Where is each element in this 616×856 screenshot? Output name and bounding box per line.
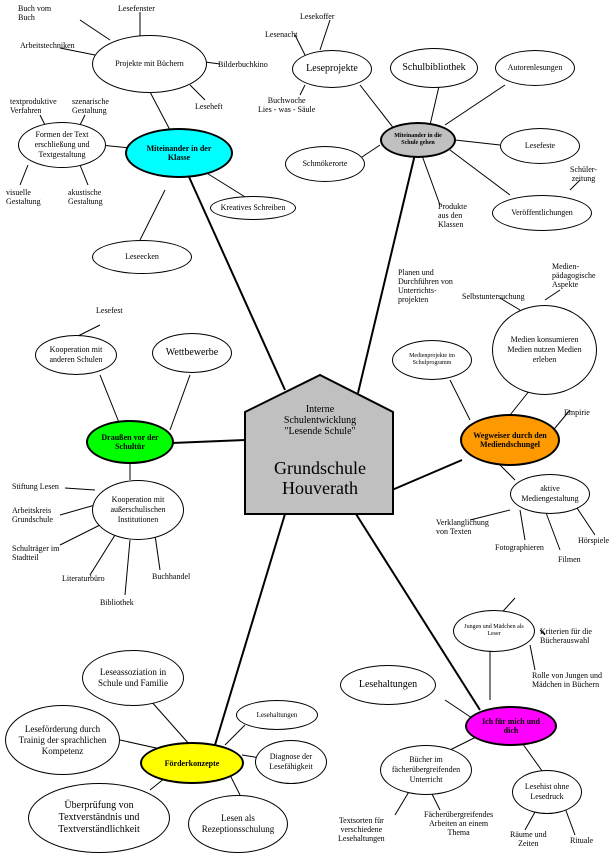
label-bilderbuchkino: Bilderbuchkino: [218, 60, 268, 69]
label-buchhandel: Buchhandel: [152, 572, 191, 581]
center-subtitle: Interne Schulentwicklung "Lesende Schule…: [255, 404, 385, 437]
node-projekte-buechern[interactable]: Projekte mit Büchern: [92, 35, 207, 93]
node-leseprojekte[interactable]: Leseprojekte: [292, 50, 372, 88]
label-szenarische: szenarische Gestaltung: [72, 97, 109, 115]
label-visuelle: visuelle Gestaltung: [6, 188, 41, 206]
label-planen: Planen und Durchführen von Unterrichts- …: [398, 268, 453, 304]
hub-wegweiser[interactable]: Wegweiser durch den Mediendschungel: [460, 414, 560, 466]
label-textsorten: Textsorten für verschiedene Lesehaltunge…: [338, 816, 385, 843]
node-formen-text[interactable]: Formen der Text erschließung und Textges…: [18, 122, 106, 168]
spoke-foerder: [214, 513, 286, 746]
label-akustische: akustische Gestaltung: [68, 188, 103, 206]
label-lesefest: Lesefest: [96, 306, 123, 315]
label-buch-vom-buch: Buch vom Buch: [18, 4, 52, 22]
center-house-shape: [244, 373, 394, 515]
spoke-draussen: [171, 439, 246, 444]
title-line-2: Houverath: [282, 478, 358, 498]
label-arbeitstechniken: Arbeitstechniken: [20, 41, 75, 50]
label-raeume: Räume und Zeiten: [510, 830, 547, 848]
node-lesefoerderung[interactable]: Leseförderung durch Trainig der sprachli…: [5, 705, 120, 775]
spoke-klasse: [184, 167, 286, 391]
label-rituale: Rituale: [570, 836, 594, 845]
node-lesefeste[interactable]: Lesefeste: [500, 128, 580, 164]
label-buchwoche: Buchwoche Lies - was - Säule: [258, 96, 316, 114]
label-kriterien: Kriterien für die Bücherauswahl: [540, 627, 592, 645]
node-aktive-medien[interactable]: aktive Mediengestaltung: [510, 474, 590, 514]
node-lesen-rezeption[interactable]: Lesen als Rezeptionsschulung: [188, 795, 288, 853]
title-line-1: Grundschule: [274, 458, 366, 478]
node-veroeffentlichungen[interactable]: Veröffentlichungen: [492, 195, 592, 231]
node-schulbibliothek[interactable]: Schulbibliothek: [390, 48, 478, 88]
label-lesekoffer: Lesekoffer: [300, 12, 335, 21]
label-schultraeger: Schulträger im Stadtteil: [12, 544, 60, 562]
node-wettbewerbe[interactable]: Wettbewerbe: [152, 333, 232, 373]
node-kreatives-schreiben[interactable]: Kreatives Schreiben: [210, 196, 296, 220]
node-lesehaltungen-small[interactable]: Lesehaltungen: [236, 700, 318, 730]
label-empirie: Empirie: [564, 408, 590, 417]
label-textproduktive: textproduktive Verfahren: [10, 97, 57, 115]
hub-ich-fuer-mich[interactable]: Ich für mich und dich: [465, 706, 557, 746]
label-fotographieren: Fotographieren: [495, 543, 544, 552]
label-schuelerzeitung: Schüler- zeitung: [570, 165, 597, 183]
node-autorenlesungen[interactable]: Autorenlesungen: [495, 50, 575, 86]
node-jungen-maedchen[interactable]: Jungen und Mädchen als Leser: [453, 610, 535, 652]
hub-miteinander-schule[interactable]: Miteinander in die Schule gehen: [380, 122, 456, 158]
node-leseassoziation[interactable]: Leseassoziation in Schule und Familie: [82, 650, 184, 706]
center-title: Grundschule Houverath: [250, 458, 390, 498]
label-faecheruebergreifend: Fächerübergreifendes Arbeiten an einem T…: [424, 810, 494, 837]
node-kooperation-schulen[interactable]: Kooperation mit anderen Schulen: [35, 335, 117, 375]
node-schmoekerorte[interactable]: Schmökerorte: [285, 146, 365, 182]
node-buecher-faecher[interactable]: Bücher im fächerübergreifenden Unterrich…: [380, 745, 472, 795]
label-stiftung: Stiftung Lesen: [12, 482, 59, 491]
hub-draussen[interactable]: Draußen vor der Schultür: [86, 420, 174, 464]
label-hoerspiele: Hörspiele: [578, 536, 610, 545]
node-ueberpruefung[interactable]: Überprüfung von Textverständnis und Text…: [28, 783, 170, 853]
label-arbeitskreis: Arbeitskreis Grundschule: [12, 506, 53, 524]
label-filmen: Filmen: [558, 555, 581, 564]
node-diagnose[interactable]: Diagnose der Lesefähigkeit: [255, 740, 327, 784]
label-produkte: Produkte aus den Klassen: [438, 202, 467, 229]
label-lesenacht: Lesenacht: [265, 30, 298, 39]
label-selbstuntersuchung: Selbstuntersuchung: [462, 292, 525, 301]
spoke-wegweiser: [391, 459, 463, 491]
label-leseheft: Leseheft: [195, 102, 223, 111]
label-rolle: Rolle von Jungen und Mädchen in Büchern: [532, 671, 602, 689]
label-medienpaedagogische: Medien- pädagogische Aspekte: [552, 262, 596, 289]
spoke-schule: [357, 149, 417, 394]
hub-foerderkonzepte[interactable]: Förderkonzepte: [140, 742, 244, 784]
label-lesefenster: Lesefenster: [118, 4, 155, 13]
subtitle-line-1: Interne: [305, 404, 335, 415]
node-medienprojekte[interactable]: Medienprojekte im Schulprogramm: [392, 340, 472, 380]
hub-miteinander-klasse[interactable]: Miteinander in der Klasse: [125, 128, 233, 178]
label-bibliothek: Bibliothek: [100, 598, 134, 607]
node-lesehaltungen-big[interactable]: Lesehaltungen: [340, 665, 436, 705]
node-kooperation-ausserschulisch[interactable]: Kooperation mit außerschulischen Institu…: [92, 480, 184, 540]
node-medien-konsumieren[interactable]: Medien konsumieren Medien nutzen Medien …: [492, 305, 597, 395]
subtitle-line-2: Schulentwicklung: [283, 415, 357, 426]
node-leseecken[interactable]: Leseecken: [92, 240, 192, 274]
label-literaturbuero: Literaturbüro: [62, 574, 105, 583]
spoke-ich: [355, 513, 481, 711]
subtitle-line-3: "Lesende Schule": [284, 426, 356, 437]
label-verklanglichung: Verklanglichung von Texten: [436, 518, 489, 536]
node-lesehilfe[interactable]: Lesehist ohne Lesedruck: [512, 770, 582, 814]
